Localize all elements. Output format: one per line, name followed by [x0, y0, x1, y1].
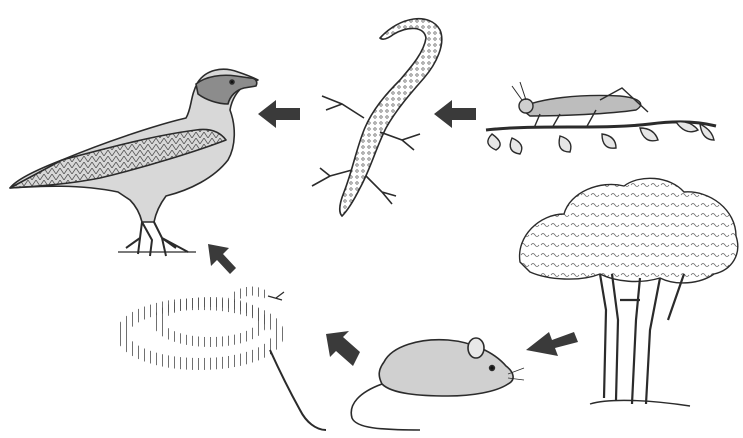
tree-icon	[520, 178, 738, 406]
snake-icon	[122, 291, 326, 430]
arrow-tree-to-mouse	[526, 332, 578, 356]
arrow-mouse-to-snake	[326, 331, 360, 366]
mouse-icon	[351, 338, 524, 430]
arrow-grasshopper-to-lizard	[434, 100, 476, 128]
arrow-snake-to-eagle	[208, 244, 236, 274]
eagle-icon	[10, 69, 258, 256]
grasshopper-icon	[486, 82, 716, 154]
lizard-icon	[312, 19, 442, 216]
arrow-lizard-to-eagle	[258, 100, 300, 128]
